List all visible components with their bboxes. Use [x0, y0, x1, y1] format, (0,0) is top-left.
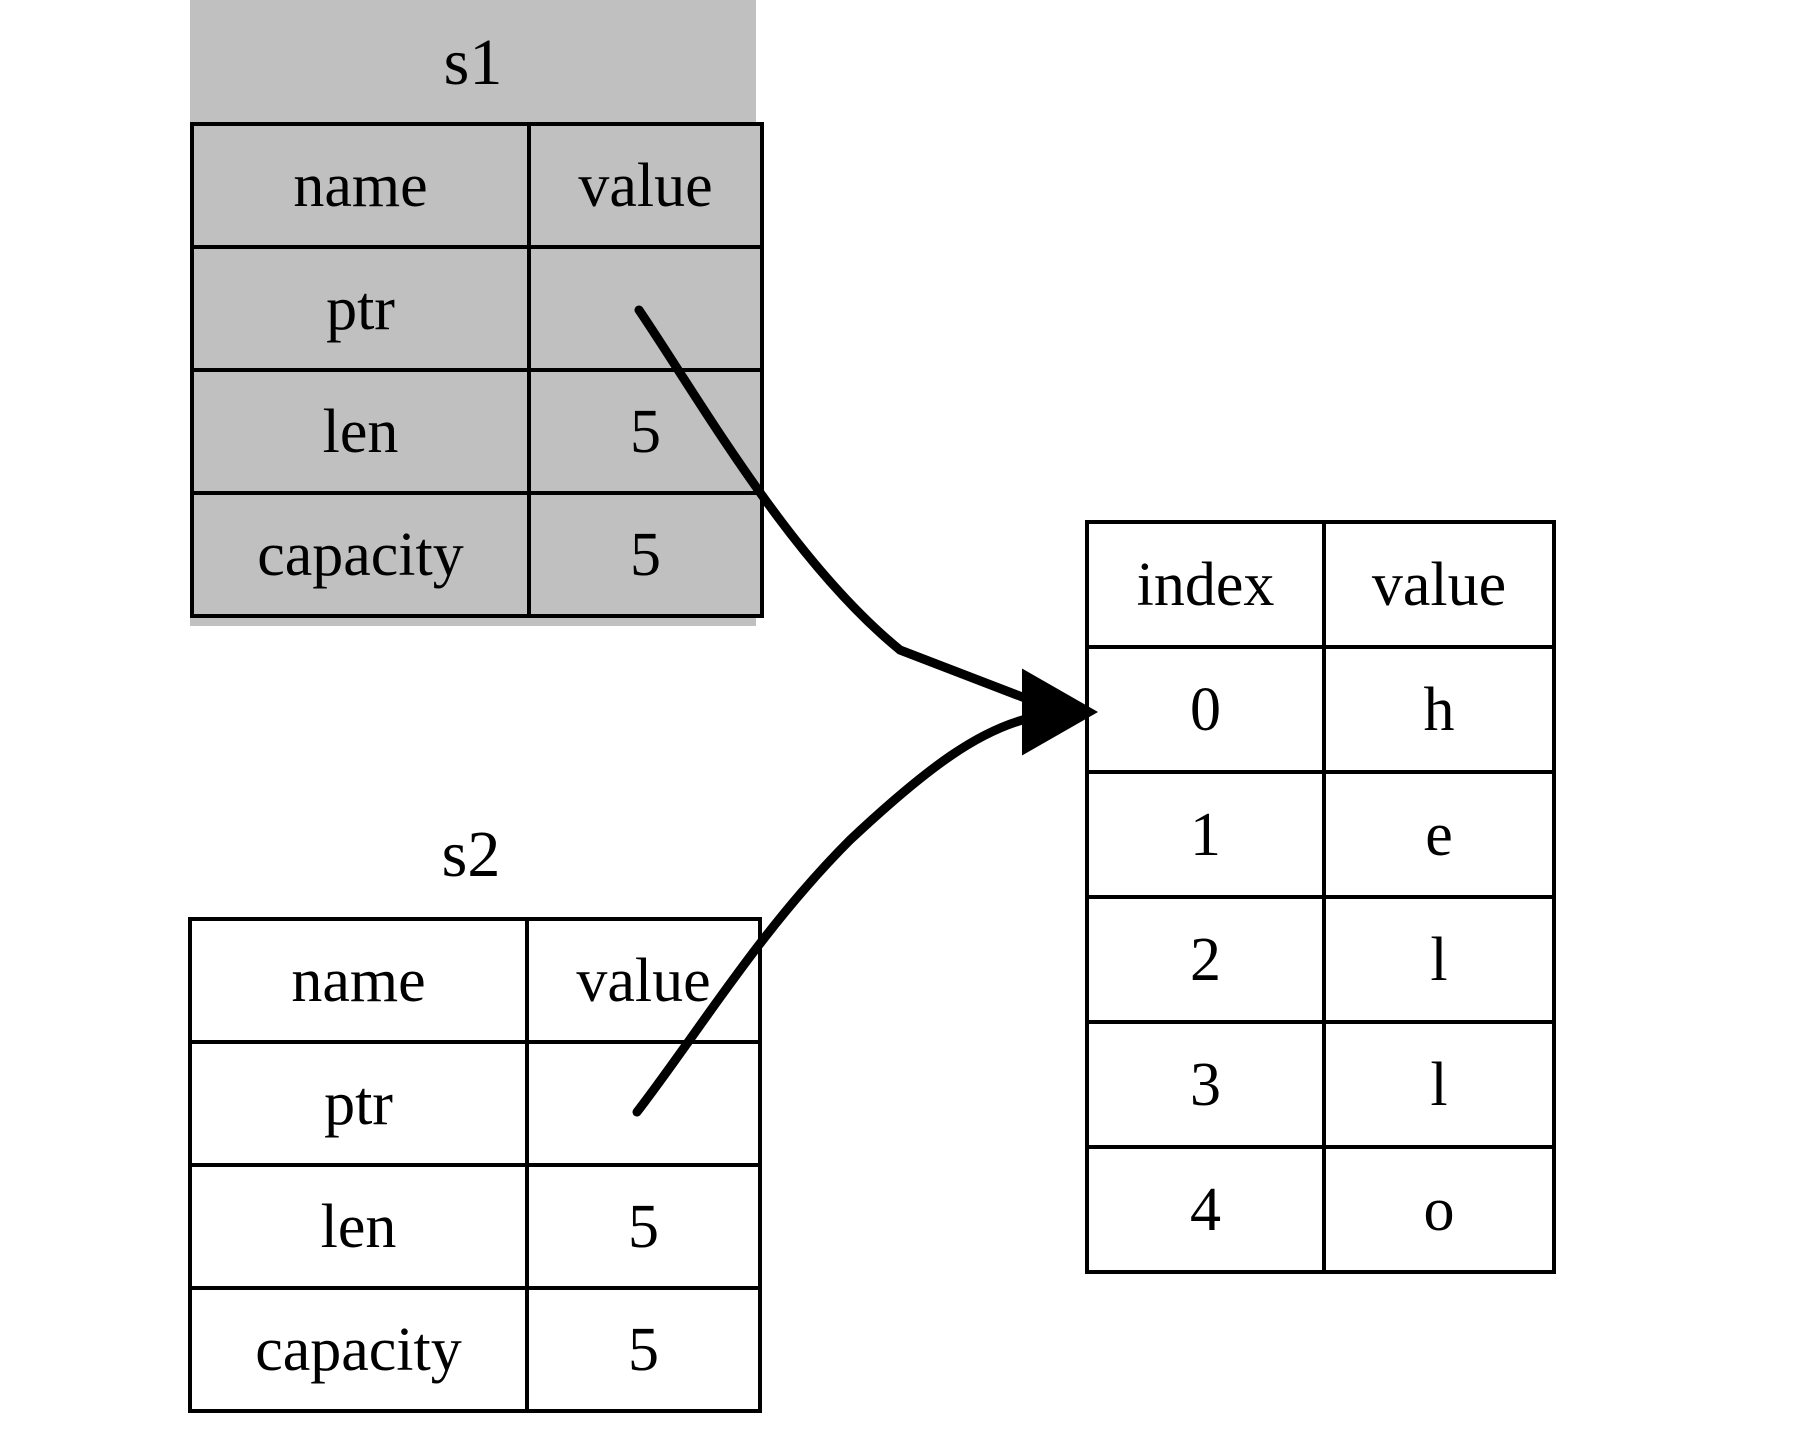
array-row-2-index: 2	[1085, 895, 1326, 1024]
s1-struct-table: name value ptr len 5 capacity 5	[190, 122, 764, 618]
table-row: index value	[1085, 520, 1556, 649]
array-header-index: index	[1085, 520, 1326, 649]
array-row-0-value: h	[1322, 645, 1556, 774]
s1-field-ptr-name: ptr	[190, 245, 531, 372]
array-row-3-index: 3	[1085, 1020, 1326, 1149]
arrowhead-icon	[1022, 668, 1099, 756]
s2-field-capacity-value: 5	[525, 1286, 762, 1413]
s2-field-ptr-value	[525, 1040, 762, 1167]
table-row: len 5	[190, 368, 764, 495]
s1-field-capacity-value: 5	[527, 491, 764, 618]
s2-struct-table: name value ptr len 5 capacity 5	[188, 917, 762, 1413]
array-row-4-index: 4	[1085, 1145, 1326, 1274]
s1-label: s1	[443, 26, 503, 99]
array-row-2-value: l	[1322, 895, 1556, 1024]
table-row: 4 o	[1085, 1145, 1556, 1274]
table-row: 1 e	[1085, 770, 1556, 899]
array-header-value: value	[1322, 520, 1556, 649]
table-row: capacity 5	[190, 491, 764, 618]
s2-header-name: name	[188, 917, 529, 1044]
table-row: len 5	[188, 1163, 762, 1290]
array-row-3-value: l	[1322, 1020, 1556, 1149]
table-row: ptr	[188, 1040, 762, 1167]
table-row: name value	[190, 122, 764, 249]
array-row-4-value: o	[1322, 1145, 1556, 1274]
array-row-1-value: e	[1322, 770, 1556, 899]
s1-field-capacity-name: capacity	[190, 491, 531, 618]
table-row: name value	[188, 917, 762, 1044]
s2-label: s2	[441, 818, 501, 891]
array-row-1-index: 1	[1085, 770, 1326, 899]
s2-field-ptr-name: ptr	[188, 1040, 529, 1167]
s2-field-len-value: 5	[525, 1163, 762, 1290]
table-row: 2 l	[1085, 895, 1556, 1024]
s1-field-ptr-value	[527, 245, 764, 372]
s2-field-len-name: len	[188, 1163, 529, 1290]
s2-field-capacity-name: capacity	[188, 1286, 529, 1413]
table-row: ptr	[190, 245, 764, 372]
array-row-0-index: 0	[1085, 645, 1326, 774]
s1-field-len-value: 5	[527, 368, 764, 495]
heap-array-table: index value 0 h 1 e 2 l 3 l 4 o	[1085, 520, 1556, 1274]
table-row: 0 h	[1085, 645, 1556, 774]
s2-header-value: value	[525, 917, 762, 1044]
table-row: capacity 5	[188, 1286, 762, 1413]
s1-field-len-name: len	[190, 368, 531, 495]
s1-header-name: name	[190, 122, 531, 249]
table-row: 3 l	[1085, 1020, 1556, 1149]
s1-header-value: value	[527, 122, 764, 249]
